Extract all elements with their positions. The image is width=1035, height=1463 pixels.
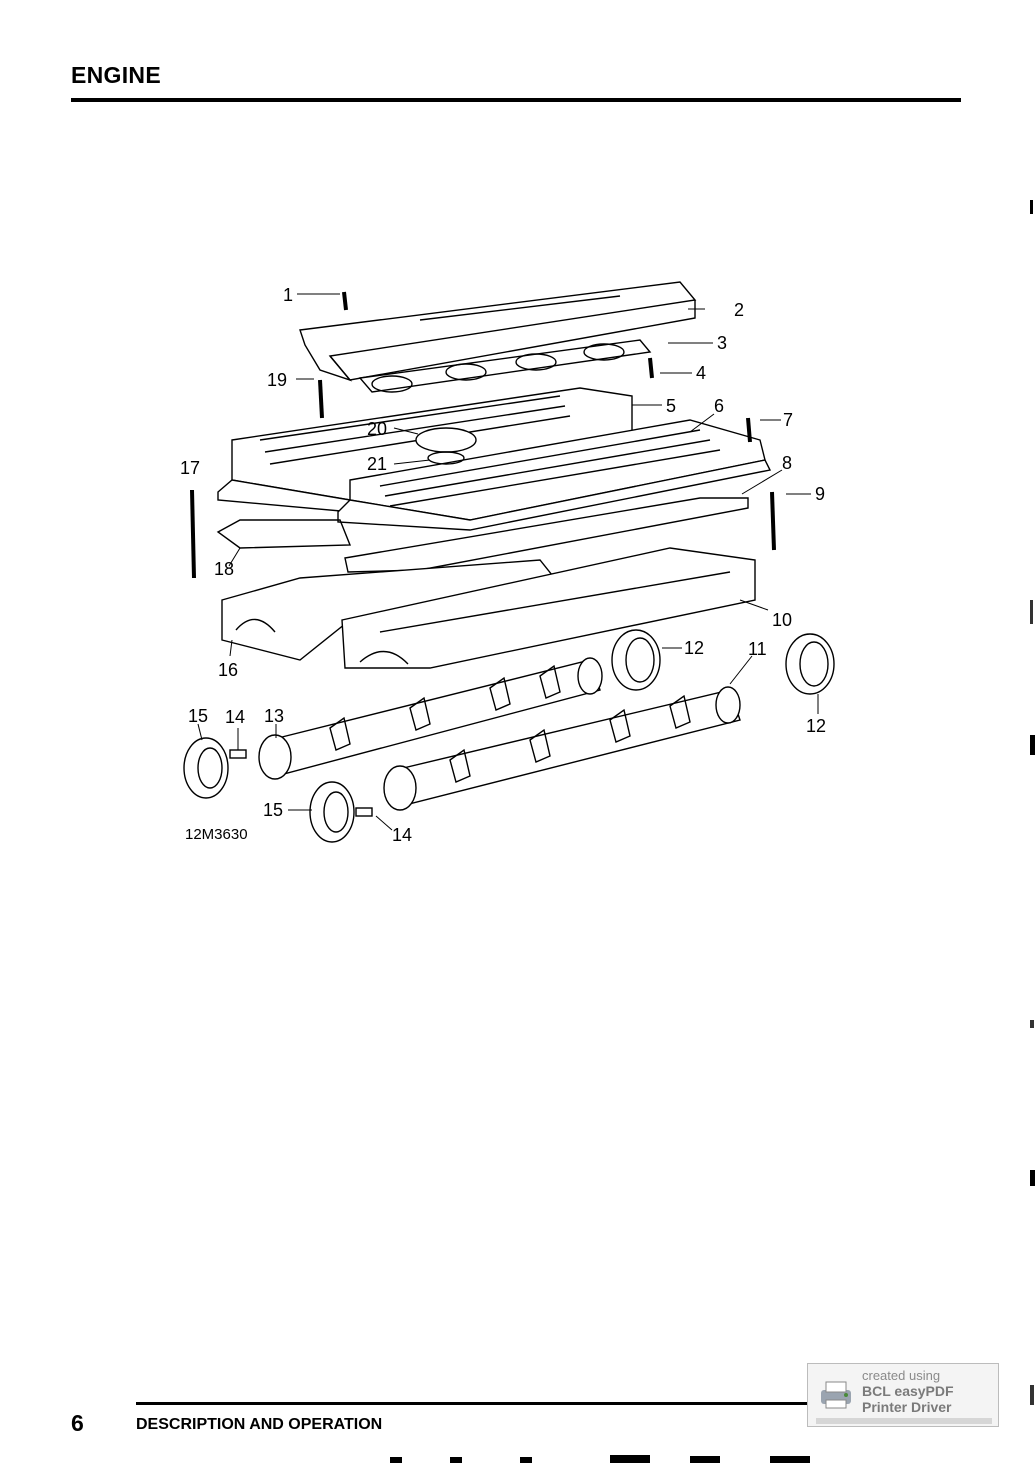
camshaft-inlet [383, 686, 741, 811]
section-title: ENGINE [71, 62, 161, 88]
leader-lines [197, 293, 819, 831]
callout-13: 13 [264, 706, 285, 726]
callout-21: 21 [367, 454, 388, 474]
callout-14b: 14 [392, 825, 413, 845]
callout-3: 3 [717, 333, 728, 353]
printer-icon [821, 1381, 851, 1409]
footer-title: DESCRIPTION AND OPERATION [136, 1416, 383, 1433]
camshaft-carrier-front [341, 547, 756, 669]
callout-12a: 12 [684, 638, 705, 658]
callout-1: 1 [283, 285, 294, 305]
callout-11: 11 [748, 639, 767, 659]
bearing-seal-b [785, 633, 835, 695]
cover-gasket-front [344, 497, 749, 573]
watermark-line-2: BCL easyPDF [862, 1383, 954, 1399]
dowel-a [229, 749, 247, 759]
callout-19: 19 [267, 370, 288, 390]
cover-gasket-rear [216, 519, 352, 549]
callout-20: 20 [367, 419, 388, 439]
callout-14a: 14 [225, 707, 246, 727]
page-number: 6 [71, 1410, 84, 1436]
harness-rail [358, 339, 652, 393]
callout-5: 5 [666, 396, 677, 416]
camshaft-exhaust [258, 657, 603, 780]
exploded-view-diagram [170, 270, 850, 860]
footer-rule [136, 1402, 812, 1405]
scan-edge-marks [1030, 200, 1035, 1405]
callout-15a: 15 [188, 706, 209, 726]
callout-17: 17 [180, 458, 201, 478]
callout-10: 10 [772, 610, 793, 630]
callout-15b: 15 [263, 800, 284, 820]
callout-7: 7 [783, 410, 794, 430]
oil-seal-a [183, 737, 229, 799]
callout-2: 2 [734, 300, 745, 320]
oil-seal-b [309, 781, 355, 843]
callout-16: 16 [218, 660, 239, 680]
pdf-watermark[interactable]: created using BCL easyPDF Printer Driver [807, 1363, 999, 1427]
watermark-link-strip [816, 1418, 992, 1424]
watermark-line-3: Printer Driver [862, 1399, 952, 1415]
watermark-line-1: created using [862, 1368, 941, 1383]
callout-18: 18 [214, 559, 235, 579]
rocker-cover-front [337, 419, 772, 531]
callout-9: 9 [815, 484, 826, 504]
callout-8: 8 [782, 453, 793, 473]
figure-reference: 12M3630 [185, 826, 248, 843]
dowel-b [355, 807, 373, 817]
callout-12b: 12 [806, 716, 827, 736]
bearing-seal-a [611, 629, 661, 691]
scan-bottom-marks [390, 1455, 810, 1463]
callout-6: 6 [714, 396, 725, 416]
header-rule [71, 98, 961, 102]
callout-4: 4 [696, 363, 707, 383]
